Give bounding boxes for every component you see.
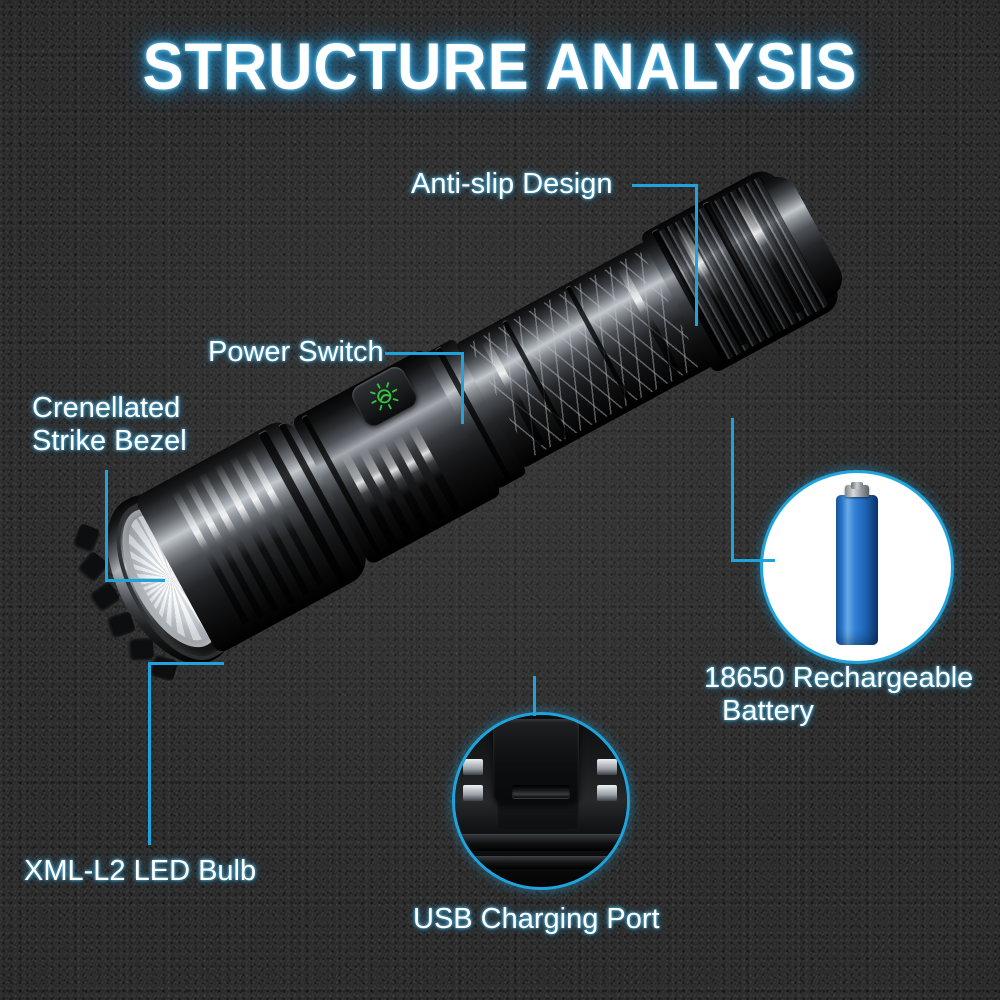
callout-label-power-switch: Power Switch: [208, 336, 384, 368]
battery-terminal-nub: [851, 482, 863, 489]
18650-battery: [836, 495, 878, 645]
leader-power-switch-horizontal: [385, 352, 464, 355]
leader-led-horizontal: [148, 662, 224, 665]
usb-barrel-ring: [455, 857, 627, 869]
leader-usb-vertical: [533, 676, 536, 716]
leader-battery-horizontal: [731, 559, 775, 562]
battery-inset: [760, 470, 954, 664]
page-title: STRUCTURE ANALYSIS: [142, 29, 858, 103]
callout-label-anti-slip: Anti-slip Design: [411, 168, 613, 200]
leader-anti-slip-vertical: [695, 184, 698, 326]
leader-power-switch-vertical: [461, 352, 464, 424]
callout-label-battery-line2: Battery: [722, 695, 814, 727]
power-switch-button[interactable]: [348, 363, 421, 430]
usb-port-inset: [452, 712, 630, 890]
leader-bezel-horizontal: [105, 579, 165, 582]
power-sun-icon: [370, 382, 399, 411]
callout-label-bezel-line1: Crenellated: [32, 392, 181, 424]
callout-label-battery-line1: 18650 Rechargeable: [704, 662, 974, 694]
flashlight-product-image: [71, 164, 928, 866]
micro-usb-connector: [512, 785, 570, 798]
leader-battery-vertical: [731, 418, 734, 562]
usb-fin: [597, 785, 617, 801]
callout-label-usb-port: USB Charging Port: [413, 903, 660, 935]
flashlight-body: [71, 132, 868, 698]
usb-barrel-ring: [455, 835, 627, 851]
callout-label-bezel-line2: Strike Bezel: [32, 425, 187, 457]
usb-fin: [597, 759, 617, 775]
callout-label-led-bulb: XML-L2 LED Bulb: [24, 855, 257, 887]
leader-led-vertical: [148, 662, 151, 845]
leader-bezel-vertical: [105, 470, 108, 582]
crenel-tooth: [147, 653, 179, 682]
crenel-tooth: [126, 637, 154, 661]
leader-anti-slip-horizontal: [632, 184, 698, 187]
usb-fin: [463, 785, 483, 801]
usb-fin: [463, 759, 483, 775]
